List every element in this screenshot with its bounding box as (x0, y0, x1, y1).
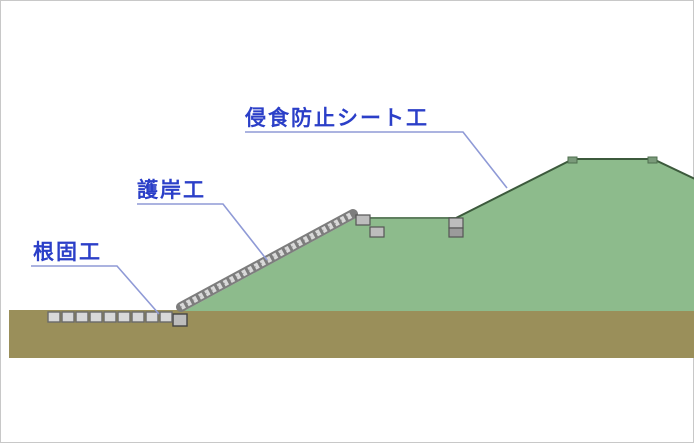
embankment-body (184, 159, 694, 311)
embankment-outline (455, 158, 694, 219)
footing-label: 根固工 (33, 240, 102, 264)
crest-marker-right (647, 156, 658, 164)
footing-leader-line (31, 265, 160, 315)
toe-block (172, 313, 188, 327)
revetment-blocks (176, 209, 358, 312)
sheet-label: 侵食防止シート工 (244, 106, 429, 130)
sheet-leader-line (245, 131, 508, 189)
revetment-leader-line (137, 203, 268, 261)
bench-foot-blocks (355, 214, 464, 238)
crest-marker-left (567, 156, 578, 164)
footing-blocks (47, 311, 173, 323)
revetment-label: 護岸工 (137, 178, 206, 202)
